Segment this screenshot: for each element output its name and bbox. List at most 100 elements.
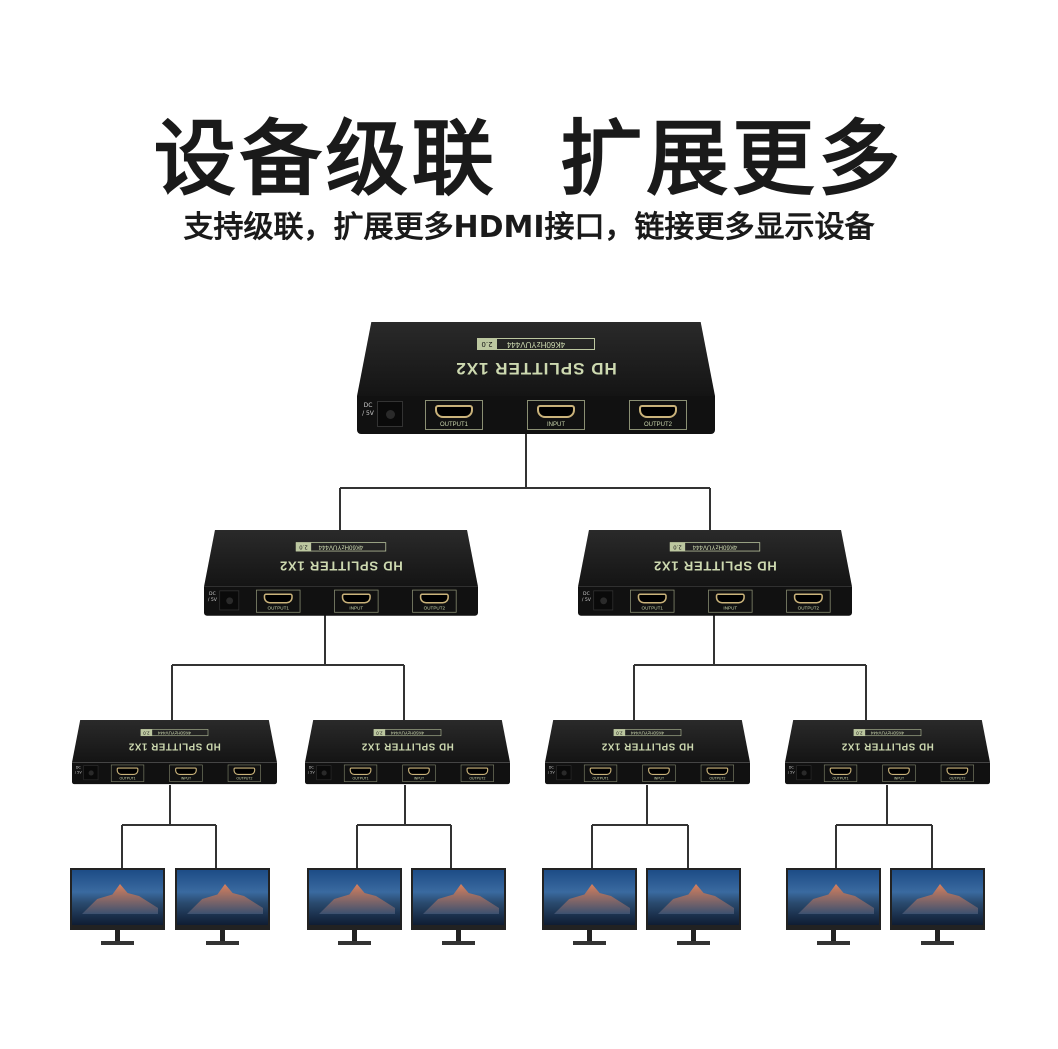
mountain-image [413,870,504,925]
port-label: OUTPUT2 [469,777,486,781]
monitor-stand [677,941,710,945]
hdmi-port: OUTPUT2 [940,764,974,782]
monitor [411,868,506,946]
port-label: OUTPUT1 [352,777,369,781]
hdmi-socket-icon [888,767,910,775]
hdmi-port: OUTPUT1 [630,589,675,613]
device-top-face [785,720,990,763]
port-label: OUTPUT1 [592,777,609,781]
monitor-stand [338,941,371,945]
hdmi-port: OUTPUT1 [583,764,618,782]
hdmi-port: INPUT [402,764,436,782]
port-label: INPUT [547,422,565,428]
hdmi-socket-icon [793,593,823,604]
device-model-label: HD SPLITTER 1X2 [361,741,454,753]
monitor [307,868,402,946]
hdmi-port: INPUT [642,764,676,782]
power-label: DC / 5V [74,765,82,775]
mountain-image [309,870,400,925]
device-version-badge: 2.0 [373,729,386,737]
port-label: OUTPUT1 [119,777,136,781]
hdmi-port: OUTPUT2 [412,589,457,613]
device-top-face [578,530,852,587]
hdmi-port: INPUT [882,764,916,782]
port-label: OUTPUT2 [236,777,253,781]
hdmi-socket-icon [341,593,371,604]
dc-power-jack [83,765,99,781]
monitor [542,868,637,946]
device-top-face [545,720,750,763]
page-subtitle: 支持级联，扩展更多HDMI接口，链接更多显示设备 [183,210,875,245]
power-label: DC / 5V [207,591,217,603]
hdmi-socket-icon [946,767,969,775]
hdmi-splitter-device: HD SPLITTER 1X2 4K60HzYUV444 2.0 DC / 5V… [357,322,715,434]
hdmi-port: OUTPUT1 [823,764,858,782]
port-label: OUTPUT2 [423,606,446,612]
hdmi-splitter-device: HD SPLITTER 1X2 4K60HzYUV444 2.0 DC / 5V… [204,530,478,616]
hdmi-socket-icon [537,405,575,418]
hdmi-splitter-device: HD SPLITTER 1X2 4K60HzYUV444 2.0 DC / 5V… [785,720,990,785]
device-version-badge: 2.0 [477,338,497,350]
hdmi-port: INPUT [708,589,753,613]
monitor-screen [70,868,165,930]
port-label: OUTPUT1 [267,606,289,612]
device-top-face [305,720,510,763]
mountain-image [72,870,163,925]
device-top-face [204,530,478,587]
hdmi-socket-icon [715,593,745,604]
hdmi-socket-icon [648,767,670,775]
port-label: INPUT [413,777,425,781]
dc-power-jack [316,765,332,781]
monitor-screen [890,868,985,930]
power-label: DC / 5V [362,402,374,417]
hdmi-port: OUTPUT2 [629,400,687,430]
monitor [786,868,881,946]
device-version-badge: 2.0 [669,542,686,552]
device-version-badge: 2.0 [295,542,312,552]
hdmi-splitter-device: HD SPLITTER 1X2 4K60HzYUV444 2.0 DC / 5V… [545,720,750,785]
dc-power-jack [377,401,403,427]
device-version-badge: 2.0 [853,729,866,737]
device-model-label: HD SPLITTER 1X2 [601,741,694,753]
hdmi-port: OUTPUT2 [460,764,494,782]
device-model-label: HD SPLITTER 1X2 [455,359,617,378]
hdmi-socket-icon [829,767,852,775]
mountain-image [648,870,739,925]
hdmi-port: INPUT [527,400,585,430]
device-top-face [72,720,277,763]
monitor-screen [175,868,270,930]
device-version-badge: 2.0 [613,729,626,737]
hdmi-socket-icon [419,593,449,604]
device-version-badge: 2.0 [140,729,153,737]
hdmi-socket-icon [706,767,729,775]
hdmi-socket-icon [435,405,473,418]
mountain-image [788,870,879,925]
mountain-image [177,870,268,925]
hdmi-socket-icon [233,767,256,775]
device-model-label: HD SPLITTER 1X2 [279,558,403,573]
power-label: DC / 5V [547,765,555,775]
hdmi-port: INPUT [334,589,379,613]
hdmi-socket-icon [637,593,667,604]
hdmi-port: OUTPUT2 [700,764,734,782]
hdmi-port: OUTPUT1 [256,589,301,613]
device-top-face [357,322,715,396]
hdmi-socket-icon [466,767,489,775]
hdmi-socket-icon [263,593,293,604]
hdmi-socket-icon [175,767,197,775]
monitor-screen [411,868,506,930]
port-label: OUTPUT1 [439,422,468,428]
monitor-screen [786,868,881,930]
monitor-screen [307,868,402,930]
port-label: INPUT [653,777,665,781]
hdmi-port: OUTPUT2 [786,589,831,613]
port-label: OUTPUT2 [709,777,726,781]
port-label: INPUT [349,606,364,612]
port-label: INPUT [723,606,738,612]
hdmi-socket-icon [116,767,139,775]
monitor [70,868,165,946]
page-title: 设备级联 扩展更多 [153,112,905,207]
monitor-screen [646,868,741,930]
power-label: DC / 5V [581,591,591,603]
